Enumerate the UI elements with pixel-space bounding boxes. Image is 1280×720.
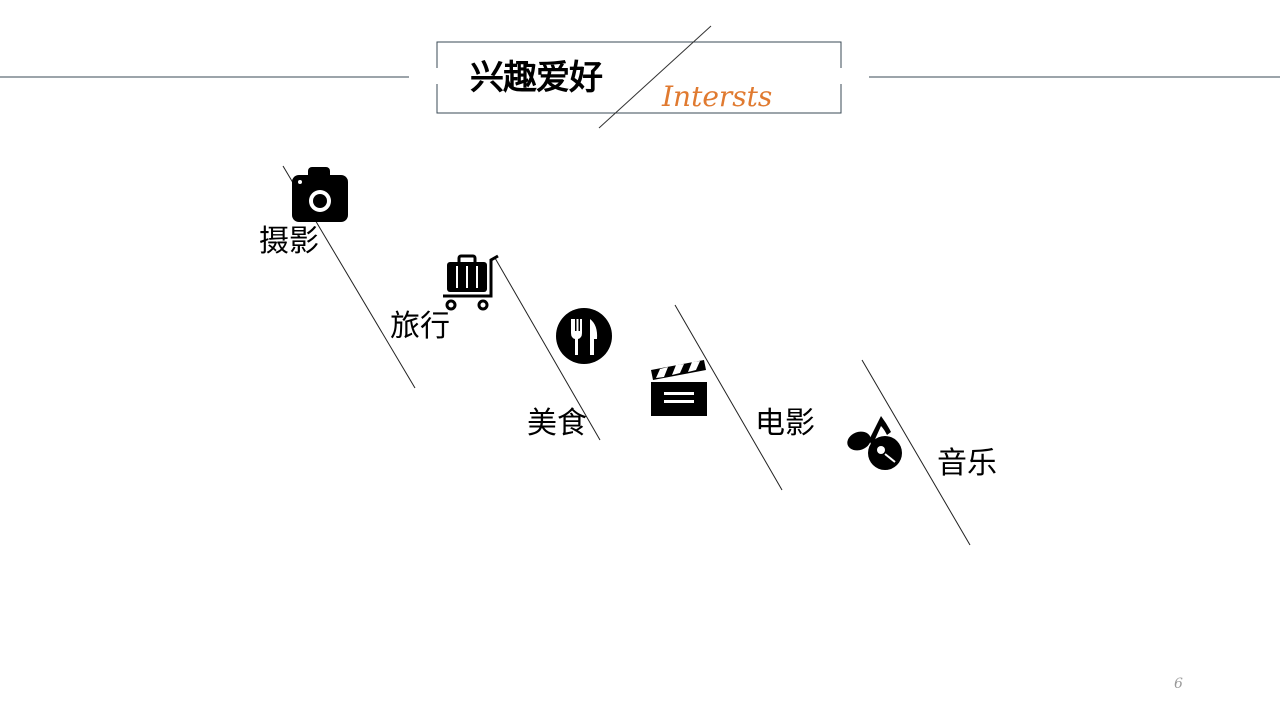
- hobby-label-movie: 电影: [755, 406, 815, 441]
- hobby-label-music: 音乐: [937, 446, 997, 481]
- camera-icon: [292, 167, 348, 222]
- hobby-label-food: 美食: [527, 406, 587, 441]
- page-subtitle: Intersts: [662, 80, 773, 113]
- page-title: 兴趣爱好: [470, 58, 603, 98]
- luggage-cart-icon: [443, 254, 499, 311]
- clapperboard-icon: [651, 360, 707, 416]
- page-number: 6: [1174, 676, 1183, 692]
- hobby-label-photography: 摄影: [259, 224, 319, 259]
- music-note-icon: [847, 416, 902, 470]
- fork-knife-icon: [556, 308, 612, 364]
- hobby-label-travel: 旅行: [390, 309, 450, 344]
